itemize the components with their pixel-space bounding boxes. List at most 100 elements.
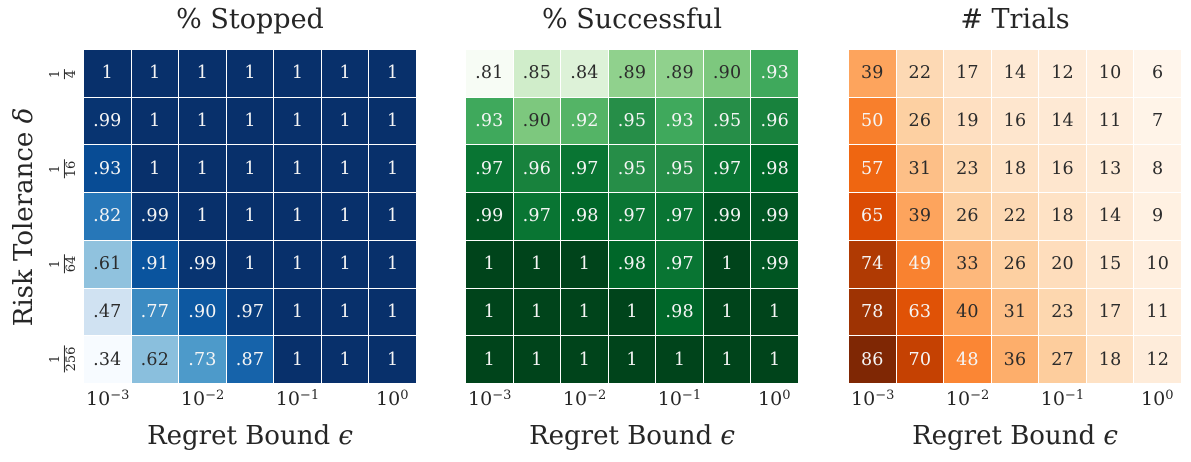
x-tick-base: 10 — [1040, 388, 1065, 410]
heatmap-cell: 1 — [369, 336, 416, 383]
heatmap-cell: 1 — [466, 336, 513, 383]
heatmap-cell: 1 — [369, 145, 416, 193]
heatmap-cell: .95 — [608, 97, 656, 145]
epsilon-symbol: ϵ — [330, 421, 353, 451]
heatmap-cell: .98 — [608, 240, 656, 288]
heatmap-panel: % Successful.81.85.84.89.89.90.93.93.90.… — [466, 0, 798, 462]
heatmap-cell: .61 — [84, 240, 131, 288]
heatmap-cell: .93 — [84, 145, 131, 193]
heatmap-cell: .90 — [513, 97, 561, 145]
fraction-denominator: 256 — [63, 346, 79, 372]
heatmap-cell: .93 — [656, 97, 703, 145]
heatmap-cell: 1 — [656, 336, 703, 383]
heatmap-cell: 26 — [896, 97, 944, 145]
heatmap-cell: 1 — [321, 336, 369, 383]
x-tick-base: 10 — [180, 388, 206, 410]
heatmap-cell: 14 — [1039, 97, 1086, 145]
heatmap-cell: .97 — [656, 240, 703, 288]
heatmap-cell: 1 — [321, 50, 369, 97]
heatmap-cell: 49 — [896, 240, 944, 288]
heatmap-cell: 1 — [369, 193, 416, 240]
heatmap-cell: .97 — [656, 193, 703, 240]
heatmap-cell: .96 — [513, 145, 561, 193]
x-tick-exponent: 0 — [782, 388, 791, 403]
heatmap-cell: 17 — [1086, 288, 1134, 336]
heatmap-cell: 11 — [1086, 97, 1134, 145]
heatmap-cell: 70 — [896, 336, 944, 383]
heatmap-cell: .87 — [226, 336, 274, 383]
heatmap-cell: 1 — [274, 50, 321, 97]
heatmap-cell: 9 — [1134, 193, 1181, 240]
heatmap-cell: 1 — [274, 193, 321, 240]
heatmap-cell: 12 — [1134, 336, 1181, 383]
heatmap-cell: 1 — [226, 97, 274, 145]
heatmap-cell: 12 — [1039, 50, 1086, 97]
x-tick: 10−1 — [276, 388, 319, 410]
heatmap-cell: 1 — [321, 193, 369, 240]
heatmap-cell: .99 — [751, 193, 798, 240]
heatmap-cell: 31 — [896, 145, 944, 193]
heatmap-cell: .99 — [131, 193, 179, 240]
x-tick-exponent: −2 — [205, 388, 225, 403]
heatmap-cell: 1 — [751, 288, 798, 336]
heatmap-cell: 50 — [849, 97, 896, 145]
heatmap-cell: 1 — [561, 288, 608, 336]
heatmap-cell: .77 — [131, 288, 179, 336]
heatmap-cell: 1 — [751, 336, 798, 383]
heatmap-cell: 57 — [849, 145, 896, 193]
x-tick: 100 — [1141, 388, 1173, 410]
x-tick-base: 10 — [86, 388, 111, 410]
heatmap-cell: 1 — [131, 97, 179, 145]
x-tick-exponent: −2 — [970, 388, 990, 403]
heatmap-cell: .99 — [703, 193, 751, 240]
fraction-numerator: 1 — [48, 345, 65, 373]
heatmap-cell: 1 — [226, 193, 274, 240]
x-tick-base: 10 — [758, 388, 783, 410]
y-axis-label-text: Risk Tolerance — [9, 131, 39, 327]
heatmap-cell: 65 — [849, 193, 896, 240]
heatmap-cell: 18 — [991, 145, 1039, 193]
heatmap-cell: .98 — [656, 288, 703, 336]
heatmap-cell: 1 — [84, 50, 131, 97]
heatmap-cell: 1 — [179, 193, 226, 240]
heatmap-cell: .81 — [466, 50, 513, 97]
heatmap-cell: 1 — [703, 288, 751, 336]
x-tick-exponent: −3 — [492, 388, 512, 403]
delta-symbol: δ — [9, 107, 39, 124]
heatmap-cell: 1 — [369, 50, 416, 97]
heatmap-cell: .95 — [608, 145, 656, 193]
heatmap-cell: 1 — [561, 336, 608, 383]
x-tick: 10−2 — [946, 388, 989, 410]
heatmap-cell: .99 — [84, 97, 131, 145]
heatmap-cell: .84 — [561, 50, 608, 97]
heatmap-cell: .99 — [179, 240, 226, 288]
x-tick: 100 — [758, 388, 790, 410]
heatmap-cell: .73 — [179, 336, 226, 383]
heatmap-cell: .97 — [703, 145, 751, 193]
chart-title: # Trials — [960, 4, 1070, 35]
fraction-numerator: 1 — [48, 254, 65, 274]
heatmap-cell: .89 — [656, 50, 703, 97]
x-tick-exponent: −1 — [1064, 388, 1085, 403]
heatmap-cell: .91 — [131, 240, 179, 288]
heatmap-cell: .47 — [84, 288, 131, 336]
heatmap-cell: .96 — [751, 97, 798, 145]
x-tick-exponent: −3 — [110, 388, 130, 403]
heatmap-cell: .82 — [84, 193, 131, 240]
heatmap-cell: 22 — [896, 50, 944, 97]
heatmap-cell: 23 — [1039, 288, 1086, 336]
x-tick: 10−2 — [563, 388, 606, 410]
heatmap-cell: .62 — [131, 336, 179, 383]
heatmap-cell: .93 — [751, 50, 798, 97]
fraction-denominator: 4 — [63, 69, 79, 78]
x-tick: 10−1 — [1041, 388, 1084, 410]
x-axis-label: Regret Bound ϵ — [466, 421, 798, 451]
